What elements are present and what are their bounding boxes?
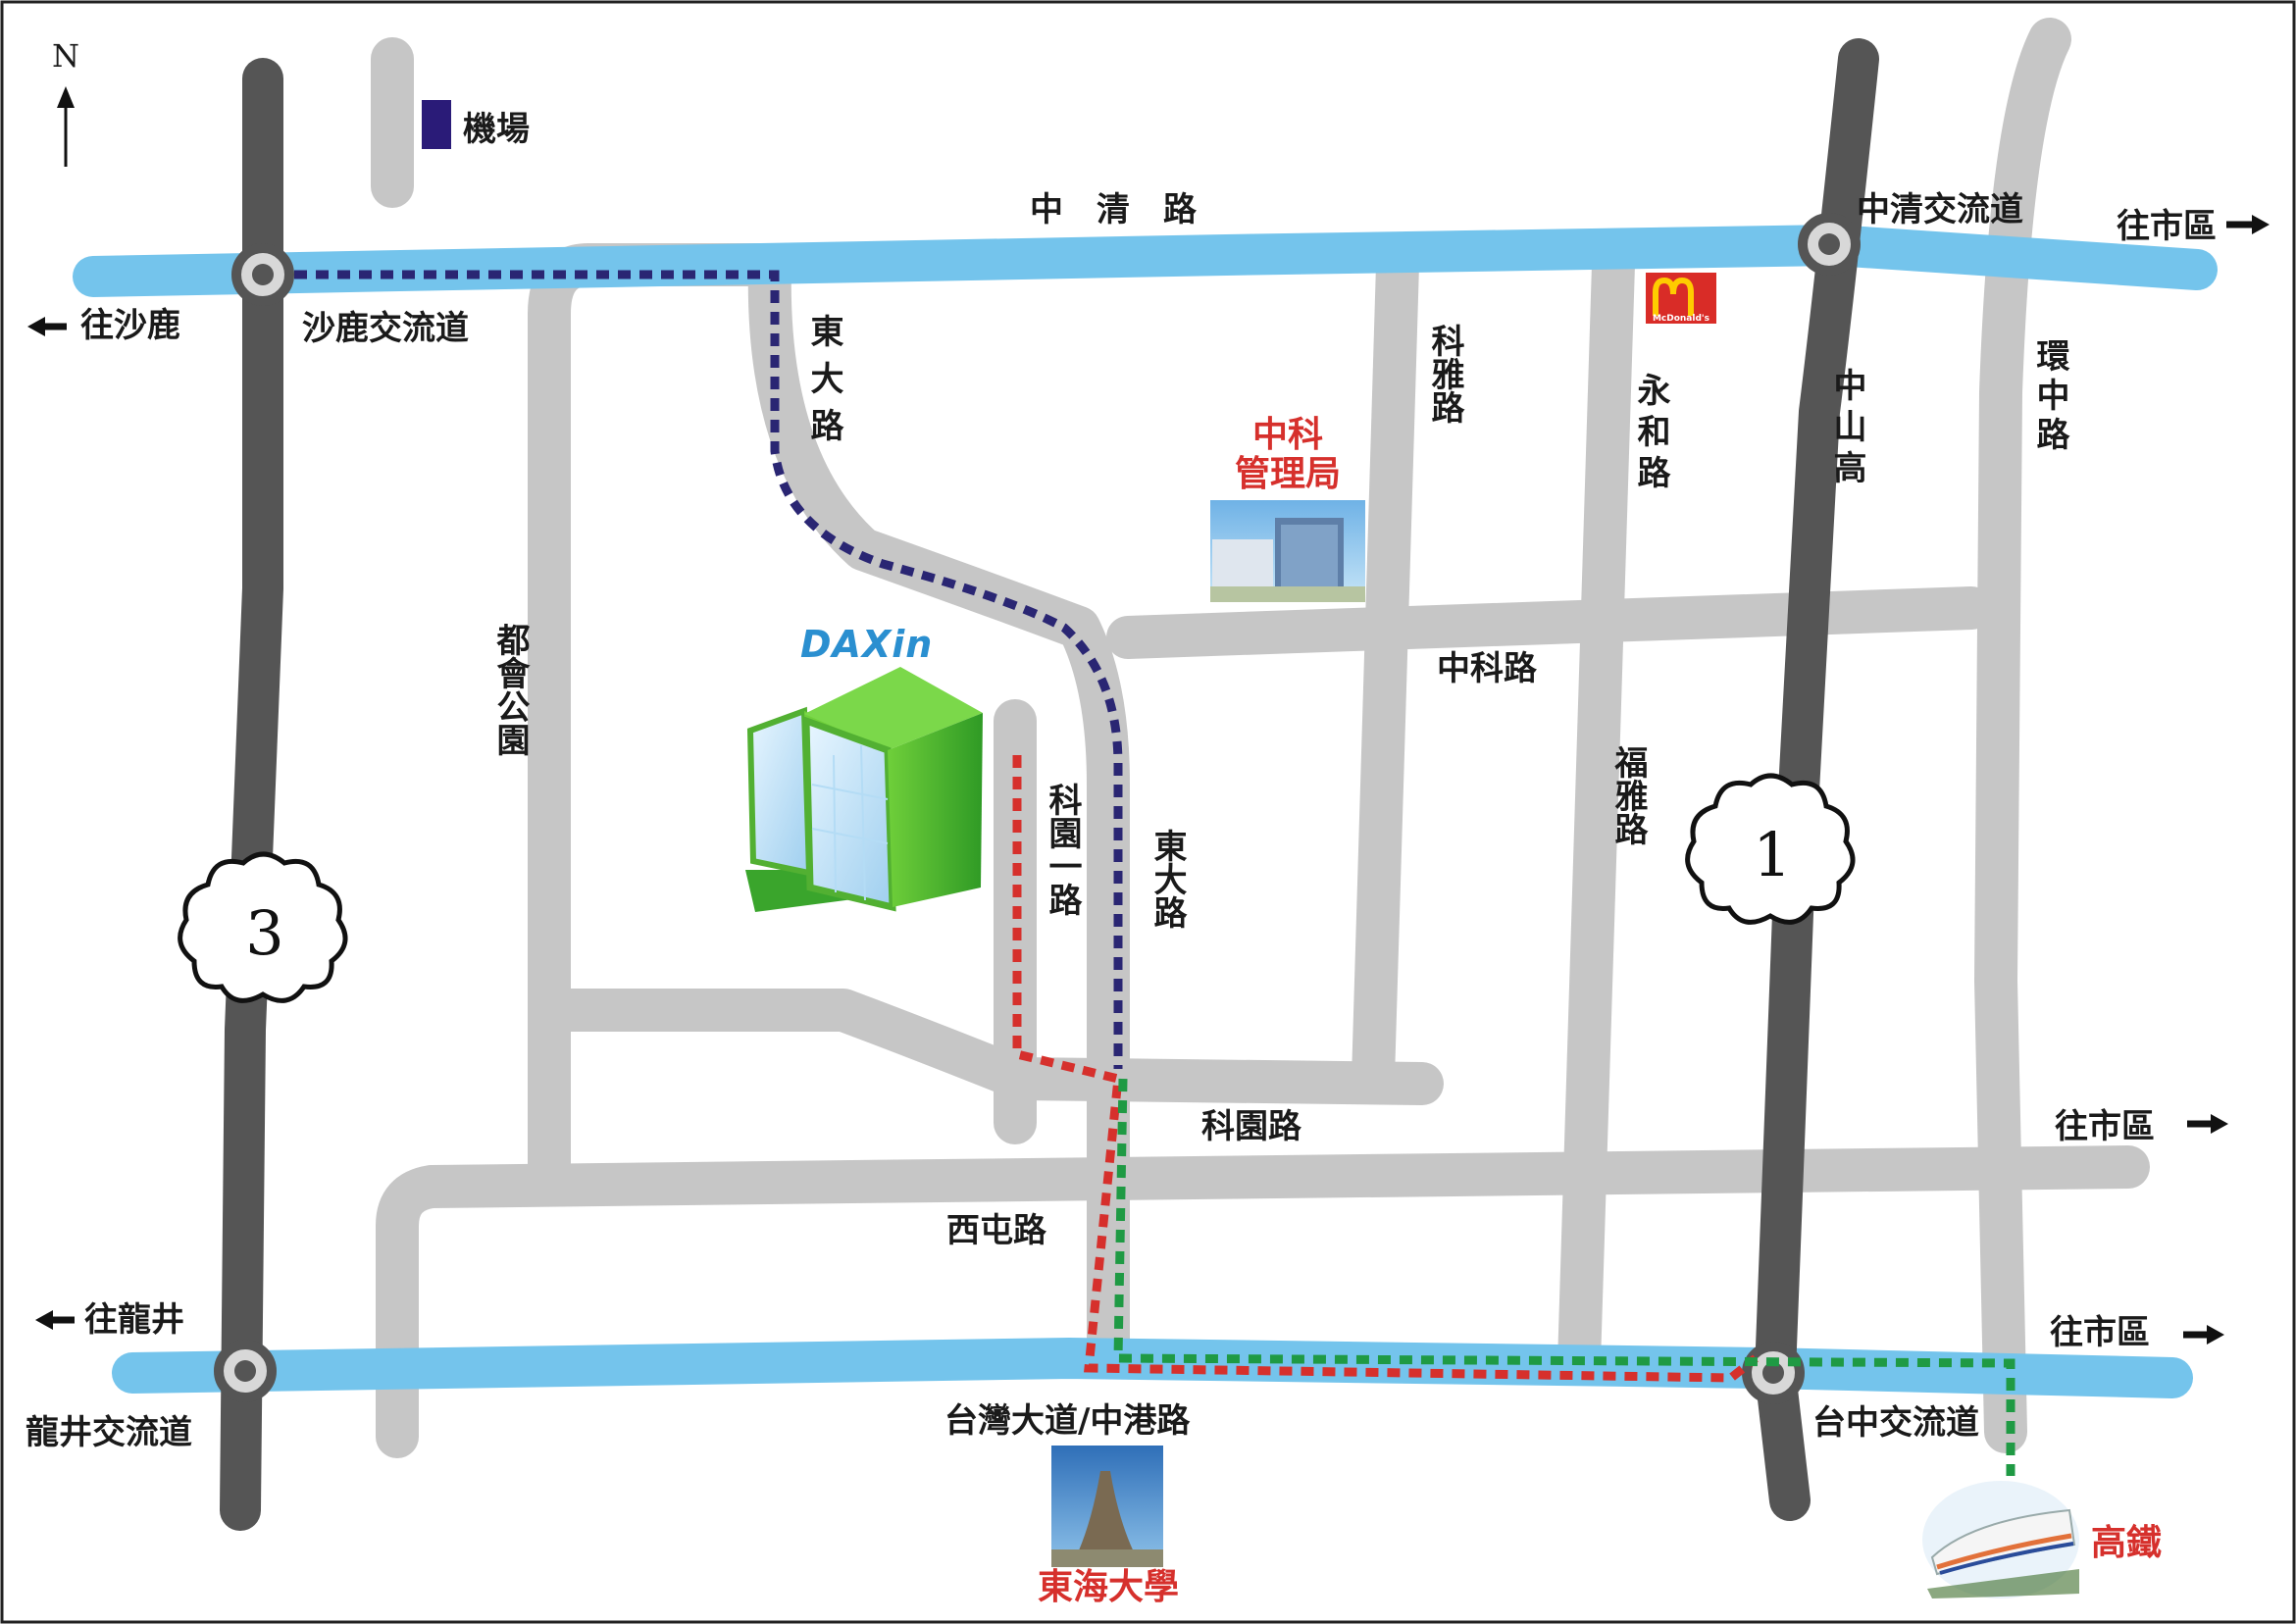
north-arrow-icon: N: [52, 37, 79, 167]
arrow-right-icon: [2187, 1114, 2228, 1134]
keyuan-road-label: 科園路: [1201, 1107, 1302, 1146]
airport-label: 機場: [463, 110, 530, 149]
north-label: N: [52, 37, 79, 75]
shield-3-label: 3: [245, 897, 283, 969]
routes: [294, 270, 2015, 1476]
to-city-mid-label: 往市區: [2055, 1107, 2155, 1146]
zhongke-road-label: 中科路: [1437, 649, 1538, 688]
zhongke-admin-line1: 中科: [1252, 414, 1323, 455]
freeway-1: [1754, 38, 1879, 1521]
arrow-right-icon: [2226, 215, 2270, 234]
shield-1-label: 1: [1753, 819, 1791, 890]
interchanges: [214, 213, 1861, 1404]
zhongke-admin-line2: 管理局: [1235, 453, 1341, 494]
mcdonalds-logo-icon: McDonald's: [1646, 273, 1716, 324]
duhui-park-label: 都會公園: [490, 623, 531, 756]
freeway-1-shield: 1: [1685, 773, 1856, 925]
daxin-building-icon: [745, 667, 983, 912]
arrow-left-icon: [27, 317, 67, 336]
zhongqing-interchange-label: 中清交流道: [1857, 190, 2023, 229]
longjing-interchange-label: 龍井交流道: [26, 1413, 192, 1452]
highways: [73, 224, 2218, 1398]
tunghai-label: 東海大學: [1038, 1566, 1179, 1607]
to-city-top-label: 往市區: [2117, 207, 2217, 246]
dongda-road-top-label: 東大路: [804, 314, 843, 455]
tunghai-photo: [1051, 1446, 1163, 1567]
local-roads: [371, 18, 2150, 1458]
yonghe-road-label: 永和路: [1631, 373, 1670, 496]
zhongke-admin-photo: [1210, 500, 1365, 602]
hsr-train-icon: [1922, 1481, 2079, 1599]
kuyuan1-road-label: 科園一路: [1043, 783, 1082, 916]
daxin-logo: DAXin: [800, 623, 933, 666]
route-green: [1113, 1078, 2015, 1476]
dongda-road-mid-label: 東大路: [1148, 829, 1187, 929]
freeway-3-shield: 3: [178, 851, 348, 1003]
to-shalu-label: 往沙鹿: [80, 306, 180, 345]
xitun-road-label: 西屯路: [946, 1211, 1047, 1250]
taiwan-blvd-label: 台灣大道/中港路: [944, 1401, 1191, 1441]
freeways: [220, 38, 1879, 1531]
zhongqing-road-label: 中 清 路: [1030, 190, 1198, 229]
zhongshan-freeway-label: 中山高: [1827, 368, 1866, 491]
route-blue: [294, 270, 1123, 1069]
to-city-bottom-label: 往市區: [2050, 1313, 2150, 1352]
arrow-left-icon: [35, 1310, 75, 1330]
shalu-interchange-label: 沙鹿交流道: [302, 309, 469, 348]
arrow-right-icon: [2183, 1325, 2224, 1345]
to-longjing-label: 往龍井: [84, 1300, 184, 1340]
route-red: [1012, 755, 1759, 1383]
airport-marker-icon: [422, 100, 451, 149]
freeway-3: [220, 58, 283, 1531]
hsr-label: 高鐵: [2091, 1522, 2162, 1563]
fuya-road-label: 福雅路: [1608, 745, 1649, 845]
svg-text:McDonald's: McDonald's: [1653, 314, 1709, 324]
huanzhong-road-label: 環中路: [2030, 338, 2069, 456]
taichung-interchange-label: 台中交流道: [1812, 1403, 1979, 1443]
keya-road-label: 科雅路: [1425, 324, 1464, 424]
